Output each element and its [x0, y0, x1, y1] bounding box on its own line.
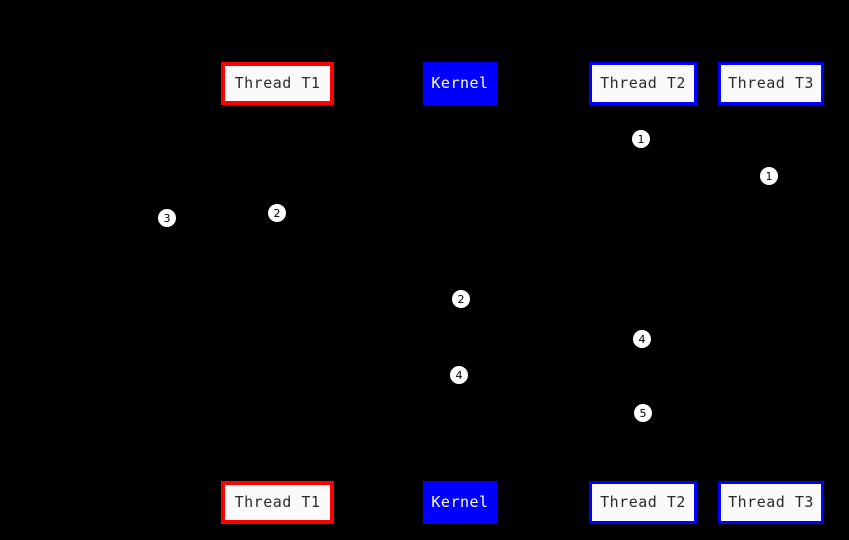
message-arrow — [460, 375, 642, 376]
sequence-badge-5: 5 — [634, 404, 652, 422]
lifeline — [770, 104, 771, 481]
sequence-badge-2: 2 — [452, 290, 470, 308]
message-arrow — [460, 299, 642, 300]
participant-label: Thread T2 — [600, 74, 686, 92]
participant-box-t2-top[interactable]: Thread T2 — [589, 62, 697, 105]
participant-box-t1-bottom[interactable]: Thread T1 — [221, 481, 334, 524]
lifeline — [277, 105, 278, 481]
sequence-badge-3: 3 — [158, 209, 176, 227]
participant-label: Thread T2 — [600, 493, 686, 511]
participant-box-t3-top[interactable]: Thread T3 — [718, 62, 824, 105]
sequence-badge-1: 1 — [760, 167, 778, 185]
participant-box-kernel-top[interactable]: Kernel — [423, 62, 497, 105]
lifeline — [642, 104, 643, 481]
message-arrow — [642, 139, 770, 140]
message-arrow — [460, 413, 643, 414]
sequence-badge-4: 4 — [450, 366, 468, 384]
message-arrow — [167, 218, 277, 219]
message-arrow — [277, 255, 460, 256]
participant-label: Kernel — [431, 74, 489, 92]
participant-box-t2-bottom[interactable]: Thread T2 — [589, 481, 697, 524]
participant-box-kernel-bottom[interactable]: Kernel — [423, 481, 497, 524]
participant-label: Kernel — [431, 493, 489, 511]
participant-label: Thread T1 — [234, 493, 321, 511]
participant-label: Thread T3 — [728, 493, 814, 511]
participant-box-t1-top[interactable]: Thread T1 — [221, 62, 334, 105]
sequence-badge-2: 2 — [268, 204, 286, 222]
participant-label: Thread T3 — [728, 74, 814, 92]
sequence-badge-4: 4 — [633, 330, 651, 348]
participant-label: Thread T1 — [234, 74, 321, 92]
participant-box-t3-bottom[interactable]: Thread T3 — [718, 481, 824, 524]
sequence-badge-1: 1 — [632, 130, 650, 148]
